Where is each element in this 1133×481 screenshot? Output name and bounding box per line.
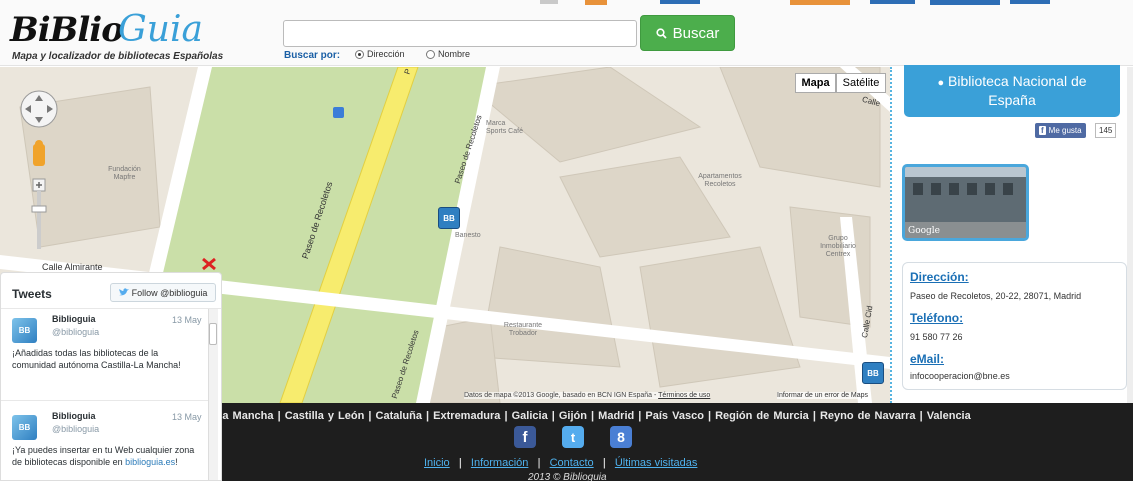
copyright: 2013 © Biblioguia	[528, 472, 607, 481]
phone-label: Teléfono:	[910, 311, 964, 325]
tweet-separator	[1, 400, 208, 401]
streetview-thumbnail[interactable]: Google	[902, 164, 1029, 241]
tweet-date[interactable]: 13 May	[172, 315, 202, 325]
library-title-text: ● Biblioteca Nacional de España	[914, 73, 1110, 109]
closed-marker[interactable]	[202, 257, 216, 271]
terms-link[interactable]: Términos de uso	[658, 392, 711, 399]
follow-label: Follow @biblioguia	[131, 287, 208, 298]
tweet-date[interactable]: 13 May	[172, 412, 202, 422]
link-informacion[interactable]: Información	[470, 457, 529, 469]
report-error-link[interactable]: Informar de un error de Maps	[777, 392, 869, 399]
street-almirante: Calle Almirante	[42, 262, 103, 272]
map-nav-control[interactable]	[19, 89, 67, 249]
streetview-brand: Google	[908, 226, 940, 236]
facebook-icon[interactable]: f	[514, 426, 536, 448]
footer-links: Inicio | Información | Contacto | Última…	[424, 457, 697, 469]
address-label: Dirección:	[910, 270, 969, 284]
place-banesto: Banesto	[455, 232, 481, 239]
twitter-bird-icon	[118, 288, 129, 296]
header-decoration	[540, 0, 1050, 5]
tweets-scrollbar[interactable]	[208, 309, 218, 480]
twitter-icon[interactable]: t	[562, 426, 584, 448]
tweet-text-end: !	[175, 457, 178, 467]
search-by-label: Buscar por:	[284, 50, 341, 61]
link-contacto[interactable]: Contacto	[549, 457, 594, 469]
tweet-author-name[interactable]: Biblioguia	[52, 411, 96, 421]
tweet-link[interactable]: biblioguia.es	[125, 457, 176, 467]
like-label: Me gusta	[1048, 126, 1082, 135]
follow-button[interactable]: Follow @biblioguia	[110, 283, 216, 302]
info-icon: ●	[937, 77, 945, 89]
twitter-widget: Tweets Follow @biblioguia BB Biblioguia …	[0, 272, 222, 481]
google-icon[interactable]: 8	[610, 426, 632, 448]
link-ultimas-visitadas[interactable]: Últimas visitadas	[614, 457, 698, 469]
search-input[interactable]	[283, 20, 637, 47]
header: BiBlio Guia Mapa y localizador de biblio…	[0, 0, 1133, 66]
radio-dot	[426, 49, 435, 59]
tweet-avatar[interactable]: BB	[12, 318, 37, 343]
streetview-image	[905, 167, 1026, 238]
tweet-author-name[interactable]: Biblioguia	[52, 314, 96, 324]
library-marker[interactable]: BB	[438, 207, 460, 229]
library-title-label: Biblioteca Nacional de España	[948, 73, 1087, 108]
radio-direccion[interactable]: Dirección	[355, 49, 405, 59]
bus-stop-icon[interactable]	[333, 107, 344, 118]
radio-dot-selected	[355, 49, 364, 59]
search-button[interactable]: Buscar	[640, 15, 735, 51]
tweets-divider	[1, 308, 221, 309]
library-marker[interactable]: BB	[862, 362, 884, 384]
tweet-author-handle[interactable]: @biblioguia	[52, 327, 100, 337]
place-marca: Marca Sports Café	[486, 120, 523, 135]
email-value[interactable]: infocooperacion@bne.es	[910, 371, 1010, 381]
map-attribution: Datos de mapa ©2013 Google, basado en BC…	[464, 392, 711, 399]
place-grupo: Grupo Inmobiliario Centrex	[820, 235, 856, 258]
tweets-scroll-thumb[interactable]	[209, 323, 217, 345]
radio-nombre[interactable]: Nombre	[426, 49, 470, 59]
map[interactable]: Mapa Satélite Fundación Mapfre Marca Spo…	[0, 67, 890, 403]
logo[interactable]: BiBlio Guia	[10, 9, 230, 51]
like-count: 145	[1095, 123, 1117, 138]
place-fundacion: Fundación Mapfre	[108, 166, 141, 181]
library-info-panel: ● Biblioteca Nacional de España f Me gus…	[890, 65, 1133, 403]
page-scrollbar[interactable]	[1127, 67, 1133, 403]
logo-part2: Guia	[118, 9, 203, 50]
tweet-text-start: ¡Ya puedes insertar en tu Web cualquier …	[12, 445, 195, 467]
attribution-text: Datos de mapa ©2013 Google, basado en BC…	[464, 392, 657, 399]
tagline: Mapa y localizador de bibliotecas Españo…	[12, 51, 224, 62]
footer-separator: |	[596, 457, 612, 469]
address-value: Paseo de Recoletos, 20-22, 28071, Madrid	[910, 291, 1082, 301]
phone-value: 91 580 77 26	[910, 332, 963, 342]
search-button-label: Buscar	[672, 24, 720, 42]
search-icon	[656, 27, 667, 39]
library-title: ● Biblioteca Nacional de España	[904, 65, 1120, 117]
tweet-avatar[interactable]: BB	[12, 415, 37, 440]
facebook-like-button[interactable]: f Me gusta	[1035, 123, 1086, 138]
tweet-author-handle[interactable]: @biblioguia	[52, 424, 100, 434]
email-label: eMail:	[910, 352, 945, 366]
footer-separator: |	[531, 457, 547, 469]
map-type-mapa[interactable]: Mapa	[795, 73, 836, 93]
logo-part1: BiBlio	[10, 10, 124, 50]
radio-direccion-label: Dirección	[367, 49, 405, 59]
facebook-icon: f	[1039, 126, 1046, 135]
map-type-satelite[interactable]: Satélite	[836, 73, 886, 93]
tweet-text: ¡Añadidas todas las bibliotecas de la co…	[12, 348, 181, 370]
place-restaurante: Restaurante Trobador	[503, 322, 543, 337]
region-links[interactable]: -La Mancha | Castilla y León | Cataluña …	[212, 410, 971, 422]
contact-box: Dirección: Paseo de Recoletos, 20-22, 28…	[902, 262, 1127, 390]
footer-separator: |	[452, 457, 468, 469]
radio-nombre-label: Nombre	[438, 49, 471, 59]
place-apartamentos: Apartamentos Recoletos	[698, 173, 742, 188]
link-inicio[interactable]: Inicio	[424, 457, 450, 469]
tweets-title: Tweets	[12, 287, 52, 301]
tweet-text: ¡Ya puedes insertar en tu Web cualquier …	[12, 444, 202, 468]
map-canvas	[0, 67, 890, 403]
